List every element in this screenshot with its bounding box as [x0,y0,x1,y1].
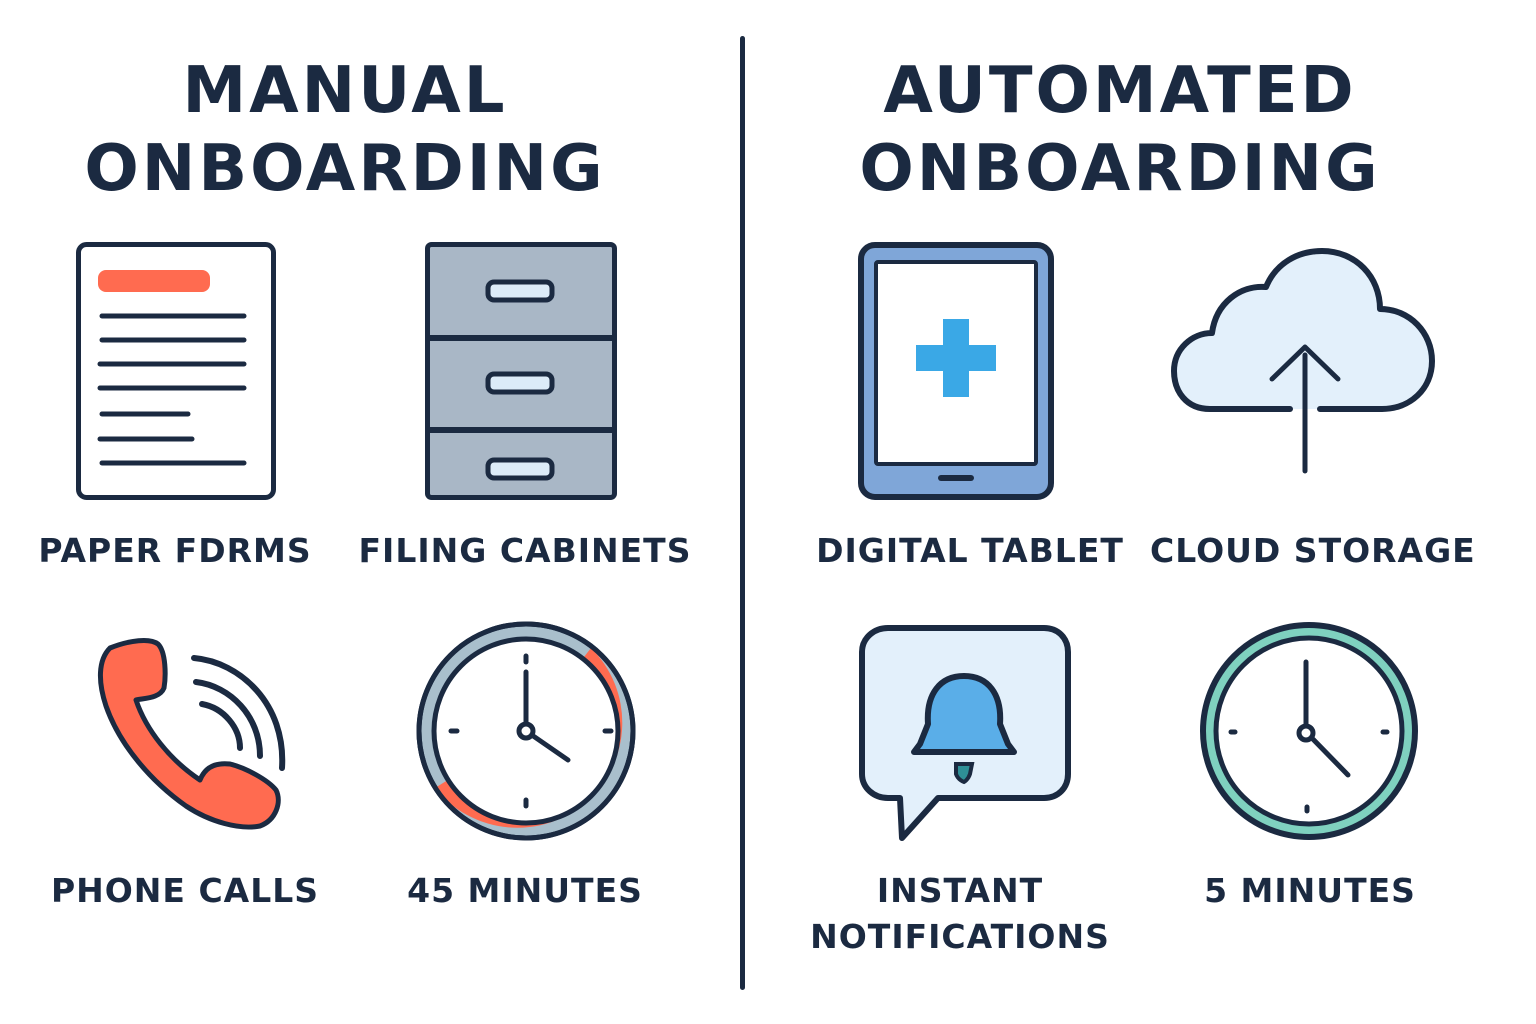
automated-title-line2: ONBOARDING [859,132,1381,206]
document-icon [76,242,276,504]
clock-icon-5-minutes [1198,620,1420,846]
instant-notifications-line2: NOTIFICATIONS [810,917,1110,956]
filing-cabinet-icon [425,242,617,504]
instant-notifications-label: INSTANT NOTIFICATIONS [800,868,1120,960]
tablet-icon [858,242,1054,504]
phone-icon [90,630,300,844]
clock-icon-45-minutes [415,620,637,846]
digital-tablet-label: DIGITAL TABLET [816,531,1124,570]
manual-title-line1: MANUAL [182,54,508,128]
automated-title-line1: AUTOMATED [883,54,1357,128]
phone-calls-label: PHONE CALLS [50,871,320,910]
instant-notifications-line1: INSTANT [876,871,1044,910]
automated-onboarding-title: AUTOMATED ONBOARDING [800,52,1440,208]
45-minutes-label: 45 MINUTES [407,871,643,910]
cloud-storage-label: CLOUD STORAGE [1150,531,1476,570]
manual-title-line2: ONBOARDING [84,132,606,206]
filing-cabinets-label: FILING CABINETS [358,531,692,570]
5-minutes-label: 5 MINUTES [1204,871,1416,910]
manual-onboarding-title: MANUAL ONBOARDING [40,52,650,208]
paper-forms-label: PAPER FDRMS [38,531,312,570]
cloud-upload-icon [1170,245,1440,484]
notification-bell-icon [858,624,1072,850]
panel-divider [740,36,745,990]
